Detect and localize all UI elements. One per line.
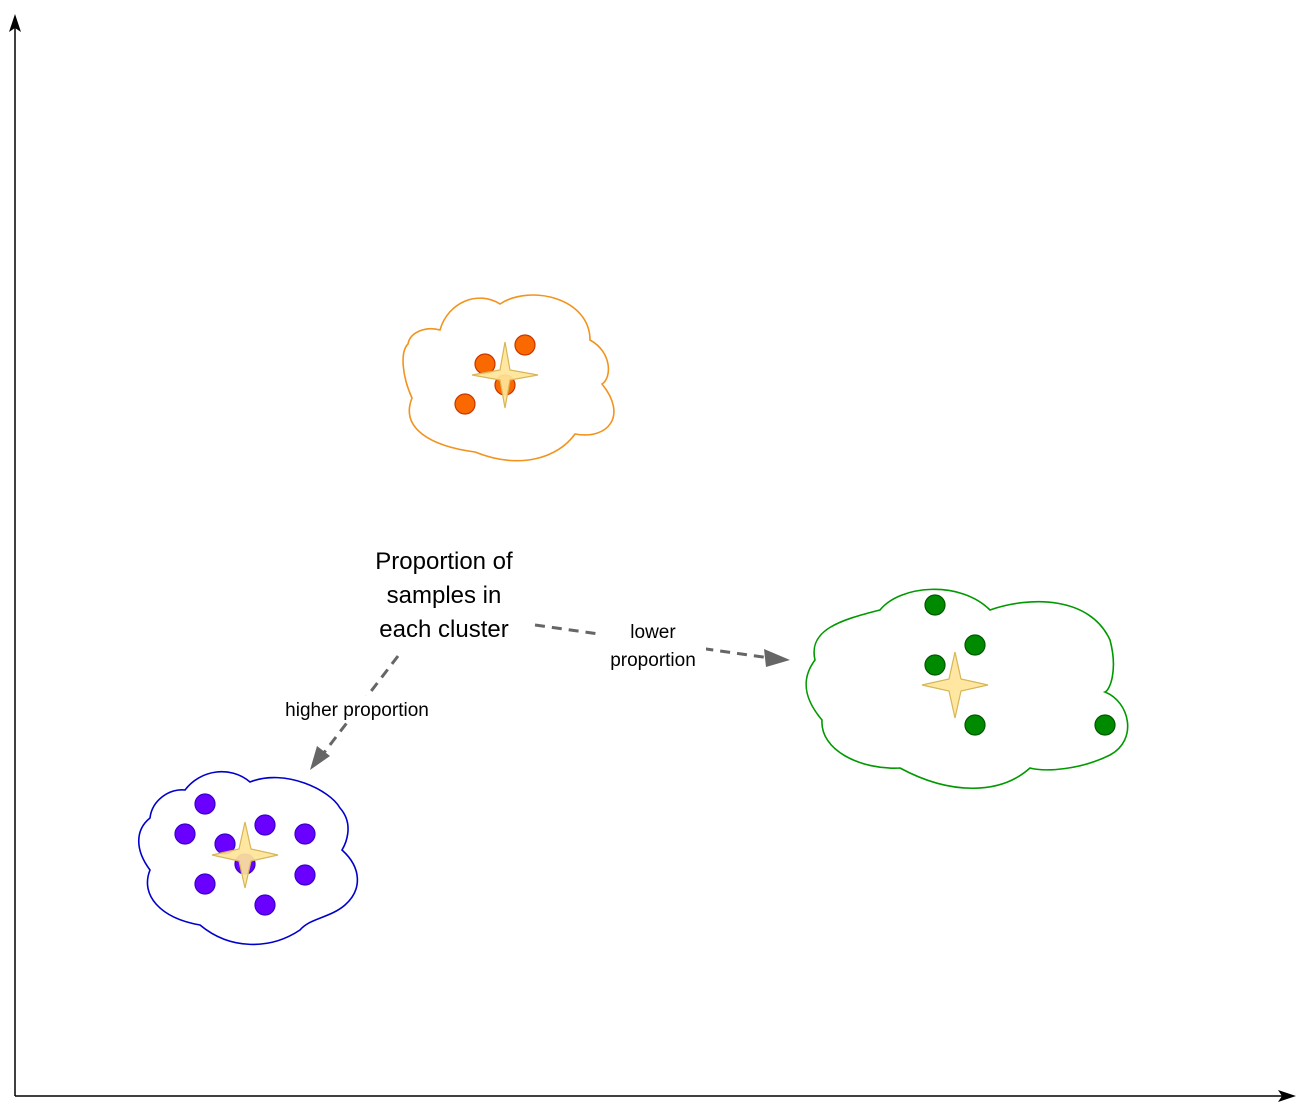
green-cluster-point [1094, 714, 1116, 736]
purple-cluster [138, 770, 359, 946]
higher-proportion-arrowhead [310, 746, 330, 770]
purple-cluster-centroid-star [211, 821, 279, 889]
lower-proportion-arrowhead [764, 649, 790, 667]
purple-cluster-point [174, 823, 196, 845]
lower-proportion-arrow-line [534, 623, 771, 660]
green-cluster-point [924, 654, 946, 676]
annotation-title-line-2: samples in [387, 582, 502, 609]
green-cluster-point [964, 634, 986, 656]
green-cluster-point [924, 594, 946, 616]
lower-proportion-label-line-1: lower [630, 622, 676, 643]
lower-proportion-label-line-2: proportion [610, 650, 696, 671]
purple-cluster-point [194, 793, 216, 815]
purple-cluster-point [254, 894, 276, 916]
y-axis-arrowhead [9, 14, 21, 32]
higher-proportion-arrow-line [321, 655, 400, 755]
green-cluster [805, 588, 1129, 789]
green-cluster-centroid-star [921, 651, 989, 719]
x-axis-arrowhead [1278, 1090, 1296, 1102]
purple-cluster-point [254, 814, 276, 836]
lower-label-background [600, 618, 706, 672]
axes [9, 14, 1296, 1102]
green-cluster-point [964, 714, 986, 736]
higher-proportion-label: higher proportion [285, 700, 429, 721]
purple-cluster-point [294, 823, 316, 845]
purple-cluster-point [294, 864, 316, 886]
orange-cluster-point [514, 334, 536, 356]
orange-cluster [402, 294, 615, 462]
orange-cluster-point [454, 393, 476, 415]
orange-cluster-centroid-star [471, 341, 539, 409]
purple-cluster-point [194, 873, 216, 895]
annotation-title-line-3: each cluster [379, 616, 508, 643]
higher-label-background [270, 696, 444, 722]
annotation-title-line-1: Proportion of [375, 548, 513, 575]
annotation: Proportion of samples in each cluster hi… [285, 548, 696, 721]
arrows [310, 623, 790, 770]
